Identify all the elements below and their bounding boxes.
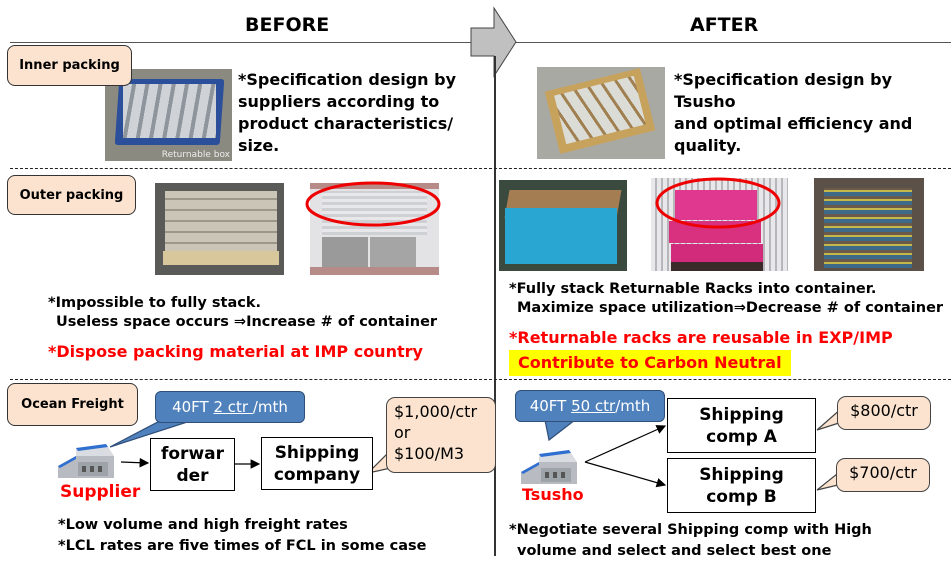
text-line: *Impossible to fully stack. bbox=[48, 295, 261, 311]
shipping-company-box: Shipping company bbox=[261, 437, 373, 490]
before-outer-red-note: *Dispose packing material at IMP country bbox=[48, 342, 423, 361]
cardboard-box-photo bbox=[537, 67, 665, 159]
returnable-box-photo: Returnable box bbox=[105, 69, 232, 161]
loaded-container-photo bbox=[814, 178, 924, 271]
container-before-photo bbox=[310, 183, 439, 275]
blue-rack-photo bbox=[499, 180, 627, 271]
volume-qty: 2 ctr bbox=[213, 398, 253, 416]
price-line: or bbox=[394, 423, 411, 442]
photo-caption: Returnable box bbox=[161, 150, 230, 160]
header-underline-after bbox=[515, 42, 951, 43]
comp-a-line: Shipping bbox=[699, 404, 784, 425]
note-line: *LCL rates are five times of FCL in some… bbox=[58, 538, 427, 554]
tsusho-building-icon bbox=[517, 444, 583, 486]
price-line: $100/M3 bbox=[394, 444, 465, 463]
before-inner-text: *Specification design by suppliers accor… bbox=[238, 69, 456, 157]
arrow-tsusho-to-comp-b bbox=[584, 461, 667, 488]
shipping-line: company bbox=[273, 464, 361, 485]
shipping-comp-b-box: Shipping comp B bbox=[667, 458, 816, 513]
note-line: *Low volume and high freight rates bbox=[58, 517, 348, 533]
header-underline-before bbox=[10, 42, 475, 43]
note-line: volume and select and select best one bbox=[517, 543, 832, 559]
ocean-freight-tag: Ocean Freight bbox=[7, 383, 138, 426]
shipping-line: Shipping bbox=[274, 442, 360, 463]
supplier-building-icon bbox=[54, 438, 120, 480]
shipping-comp-a-box: Shipping comp A bbox=[667, 398, 816, 453]
carbon-neutral-highlight: Contribute to Carbon Neutral bbox=[509, 350, 791, 376]
text-line: *Specification design by bbox=[238, 70, 456, 89]
pallet-photo bbox=[155, 183, 284, 275]
text-line: product characteristics/ bbox=[238, 114, 454, 133]
after-volume-bubble: 40FT 50 ctr/mth bbox=[515, 390, 665, 422]
text-line: suppliers according to bbox=[238, 92, 440, 111]
text-line: quality. bbox=[674, 136, 742, 155]
note-line: *Negotiate several Shipping comp with Hi… bbox=[509, 522, 872, 538]
section-divider bbox=[10, 379, 951, 380]
volume-suffix: /mth bbox=[252, 398, 288, 416]
text-line: Maximize space utilization⇒Decrease # of… bbox=[517, 300, 944, 316]
after-outer-red-note: *Returnable racks are reusable in EXP/IM… bbox=[509, 328, 893, 347]
before-volume-bubble: 40FT 2 ctr /mth bbox=[155, 391, 305, 423]
text-line: size. bbox=[238, 136, 280, 155]
before-price-bubble: $1,000/ctr or $100/M3 bbox=[386, 397, 496, 473]
after-outer-text: *Fully stack Returnable Racks into conta… bbox=[509, 280, 943, 318]
comp-a-line: comp A bbox=[706, 426, 777, 447]
comp-b-line: Shipping bbox=[699, 464, 784, 485]
comp-a-price-bubble: $800/ctr bbox=[837, 396, 931, 430]
text-line: *Fully stack Returnable Racks into conta… bbox=[509, 281, 877, 297]
tsusho-label: Tsusho bbox=[522, 485, 584, 504]
after-freight-notes: *Negotiate several Shipping comp with Hi… bbox=[509, 520, 872, 562]
outer-packing-tag: Outer packing bbox=[7, 175, 136, 215]
arrow-tsusho-to-comp-a bbox=[584, 425, 667, 463]
volume-qty: 50 ctr bbox=[571, 397, 616, 415]
inner-packing-tag: Inner packing bbox=[7, 45, 132, 86]
before-outer-text: *Impossible to fully stack. Useless spac… bbox=[48, 294, 437, 332]
center-divider bbox=[494, 56, 496, 556]
forwarder-box: forwar der bbox=[150, 438, 235, 491]
before-header: BEFORE bbox=[245, 14, 330, 36]
arrow-supplier-to-forwarder bbox=[120, 457, 150, 468]
after-header: AFTER bbox=[690, 14, 759, 36]
volume-prefix: 40FT bbox=[172, 398, 214, 416]
text-line: *Specification design by Tsusho bbox=[674, 70, 892, 111]
supplier-label: Supplier bbox=[60, 482, 141, 502]
volume-suffix: /mth bbox=[615, 397, 651, 415]
text-line: and optimal efficiency and bbox=[674, 114, 913, 133]
after-inner-text: *Specification design by Tsusho and opti… bbox=[674, 69, 951, 157]
volume-prefix: 40FT bbox=[529, 397, 572, 415]
comp-b-line: comp B bbox=[706, 486, 777, 507]
before-freight-notes: *Low volume and high freight rates *LCL … bbox=[58, 515, 426, 557]
price-line: $1,000/ctr bbox=[394, 402, 478, 421]
text-line: Useless space occurs ⇒Increase # of cont… bbox=[56, 314, 438, 330]
forwarder-line: der bbox=[176, 465, 209, 486]
comp-b-price-bubble: $700/ctr bbox=[836, 458, 930, 492]
section-divider bbox=[10, 168, 951, 169]
forwarder-line: forwar bbox=[160, 443, 225, 464]
